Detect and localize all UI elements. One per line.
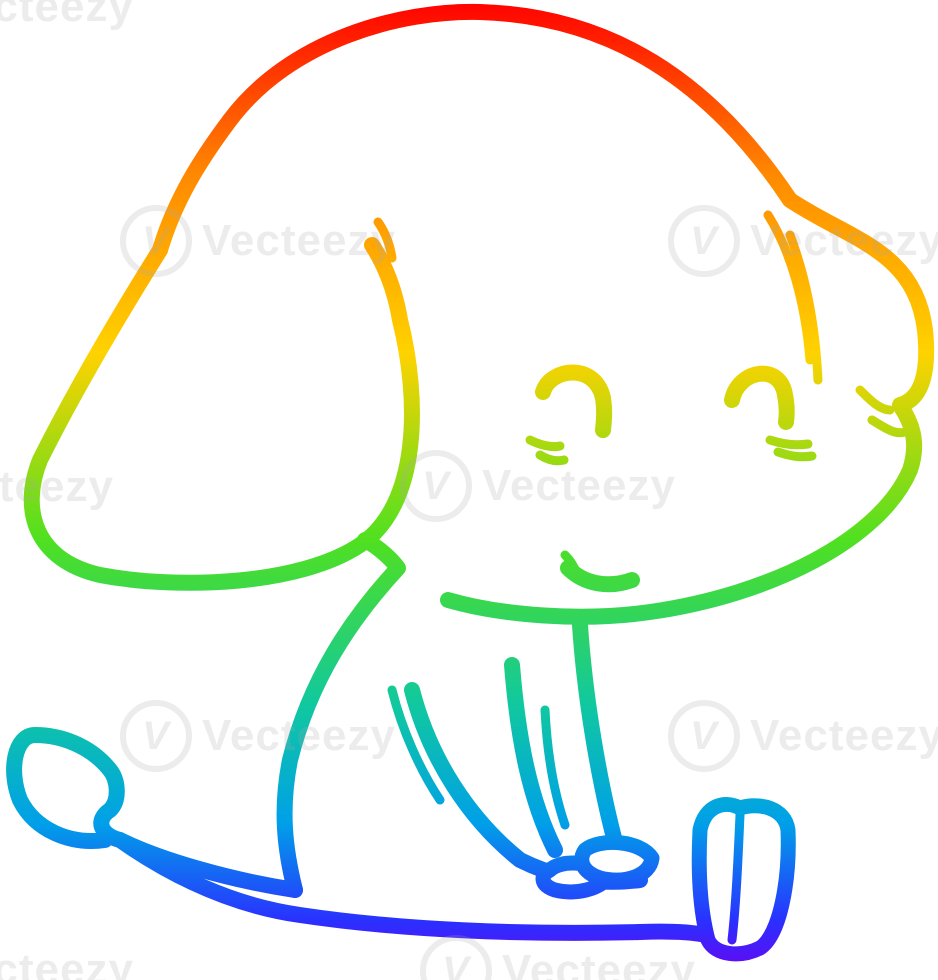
left-eye-lash <box>525 435 569 466</box>
front-leg-far <box>504 657 563 858</box>
mouth-cheek <box>560 550 581 577</box>
hind-foot-crease <box>727 810 745 945</box>
ear-outline <box>23 237 420 591</box>
front-foot-2 <box>574 834 660 888</box>
trunk-crease-1 <box>763 210 815 365</box>
hind-foot <box>691 797 796 962</box>
head-left-outline <box>152 112 238 258</box>
body-bottom-outline <box>112 832 743 953</box>
right-eye-lash <box>765 435 817 462</box>
front-leg-near-inner <box>387 685 445 805</box>
ear-inner-stroke <box>373 217 397 263</box>
chest-line <box>572 617 628 868</box>
trunk-crease-2 <box>785 230 823 385</box>
right-eye <box>724 365 795 430</box>
body-back-outline <box>276 532 406 898</box>
front-leg-far-inner <box>540 705 570 830</box>
trunk-tip-wrinkle <box>855 385 910 438</box>
left-eye <box>535 364 613 438</box>
head-outline <box>222 3 935 625</box>
